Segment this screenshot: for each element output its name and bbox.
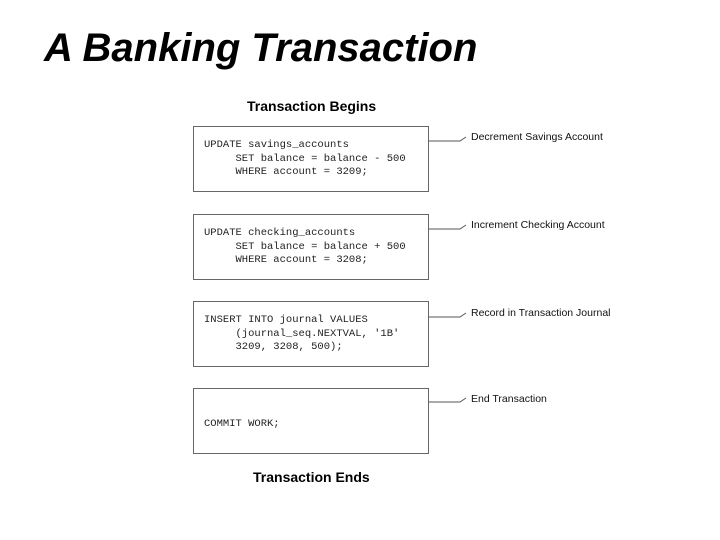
sql-code-update-savings: UPDATE savings_accounts SET balance = ba…: [204, 139, 406, 178]
sql-box-insert-journal: INSERT INTO journal VALUES (journal_seq.…: [193, 301, 429, 367]
transaction-begins-label: Transaction Begins: [247, 98, 377, 114]
sql-code-update-checking: UPDATE checking_accounts SET balance = b…: [204, 227, 406, 266]
connector-step-1: [429, 136, 467, 142]
sql-box-update-checking: UPDATE checking_accounts SET balance = b…: [193, 214, 429, 280]
note-end-transaction: End Transaction: [471, 393, 547, 405]
connector-step-4: [429, 397, 467, 403]
sql-code-commit: COMMIT WORK;: [204, 418, 280, 430]
sql-code-insert-journal: INSERT INTO journal VALUES (journal_seq.…: [204, 314, 400, 353]
connector-step-2: [429, 224, 467, 230]
sql-box-commit: COMMIT WORK;: [193, 388, 429, 454]
note-increment-checking: Increment Checking Account: [471, 219, 605, 231]
slide-title: A Banking Transaction: [44, 26, 478, 70]
note-decrement-savings: Decrement Savings Account: [471, 131, 603, 143]
connector-step-3: [429, 312, 467, 318]
transaction-ends-label: Transaction Ends: [253, 469, 370, 485]
note-record-journal: Record in Transaction Journal: [471, 307, 611, 319]
sql-box-update-savings: UPDATE savings_accounts SET balance = ba…: [193, 126, 429, 192]
